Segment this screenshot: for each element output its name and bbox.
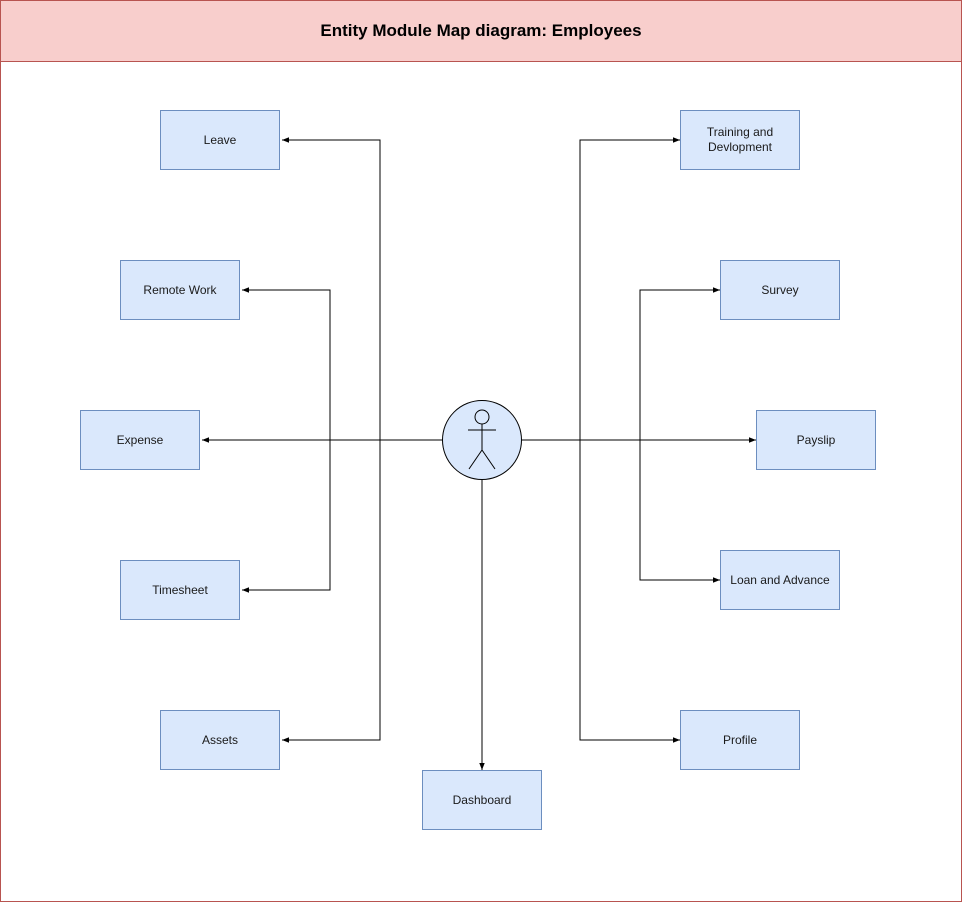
module-dashboard[interactable]: Dashboard	[422, 770, 542, 830]
person-icon	[442, 400, 522, 480]
module-expense[interactable]: Expense	[80, 410, 200, 470]
module-training[interactable]: Training and Devlopment	[680, 110, 800, 170]
edge-to-timesheet	[242, 440, 331, 593]
module-remote-work[interactable]: Remote Work	[120, 260, 240, 320]
employee-actor[interactable]	[442, 400, 522, 480]
module-leave[interactable]: Leave	[160, 110, 280, 170]
module-assets[interactable]: Assets	[160, 710, 280, 770]
edge-to-survey	[639, 287, 720, 440]
edge-to-loan	[639, 440, 720, 583]
edge-to-training	[579, 137, 680, 440]
edge-to-assets	[282, 440, 381, 743]
module-survey[interactable]: Survey	[720, 260, 840, 320]
diagram-title: Entity Module Map diagram: Employees	[1, 1, 961, 62]
module-payslip[interactable]: Payslip	[756, 410, 876, 470]
module-profile[interactable]: Profile	[680, 710, 800, 770]
edge-to-remote-work	[242, 287, 442, 441]
module-timesheet[interactable]: Timesheet	[120, 560, 240, 620]
edge-to-profile	[579, 440, 680, 743]
module-loan[interactable]: Loan and Advance	[720, 550, 840, 610]
